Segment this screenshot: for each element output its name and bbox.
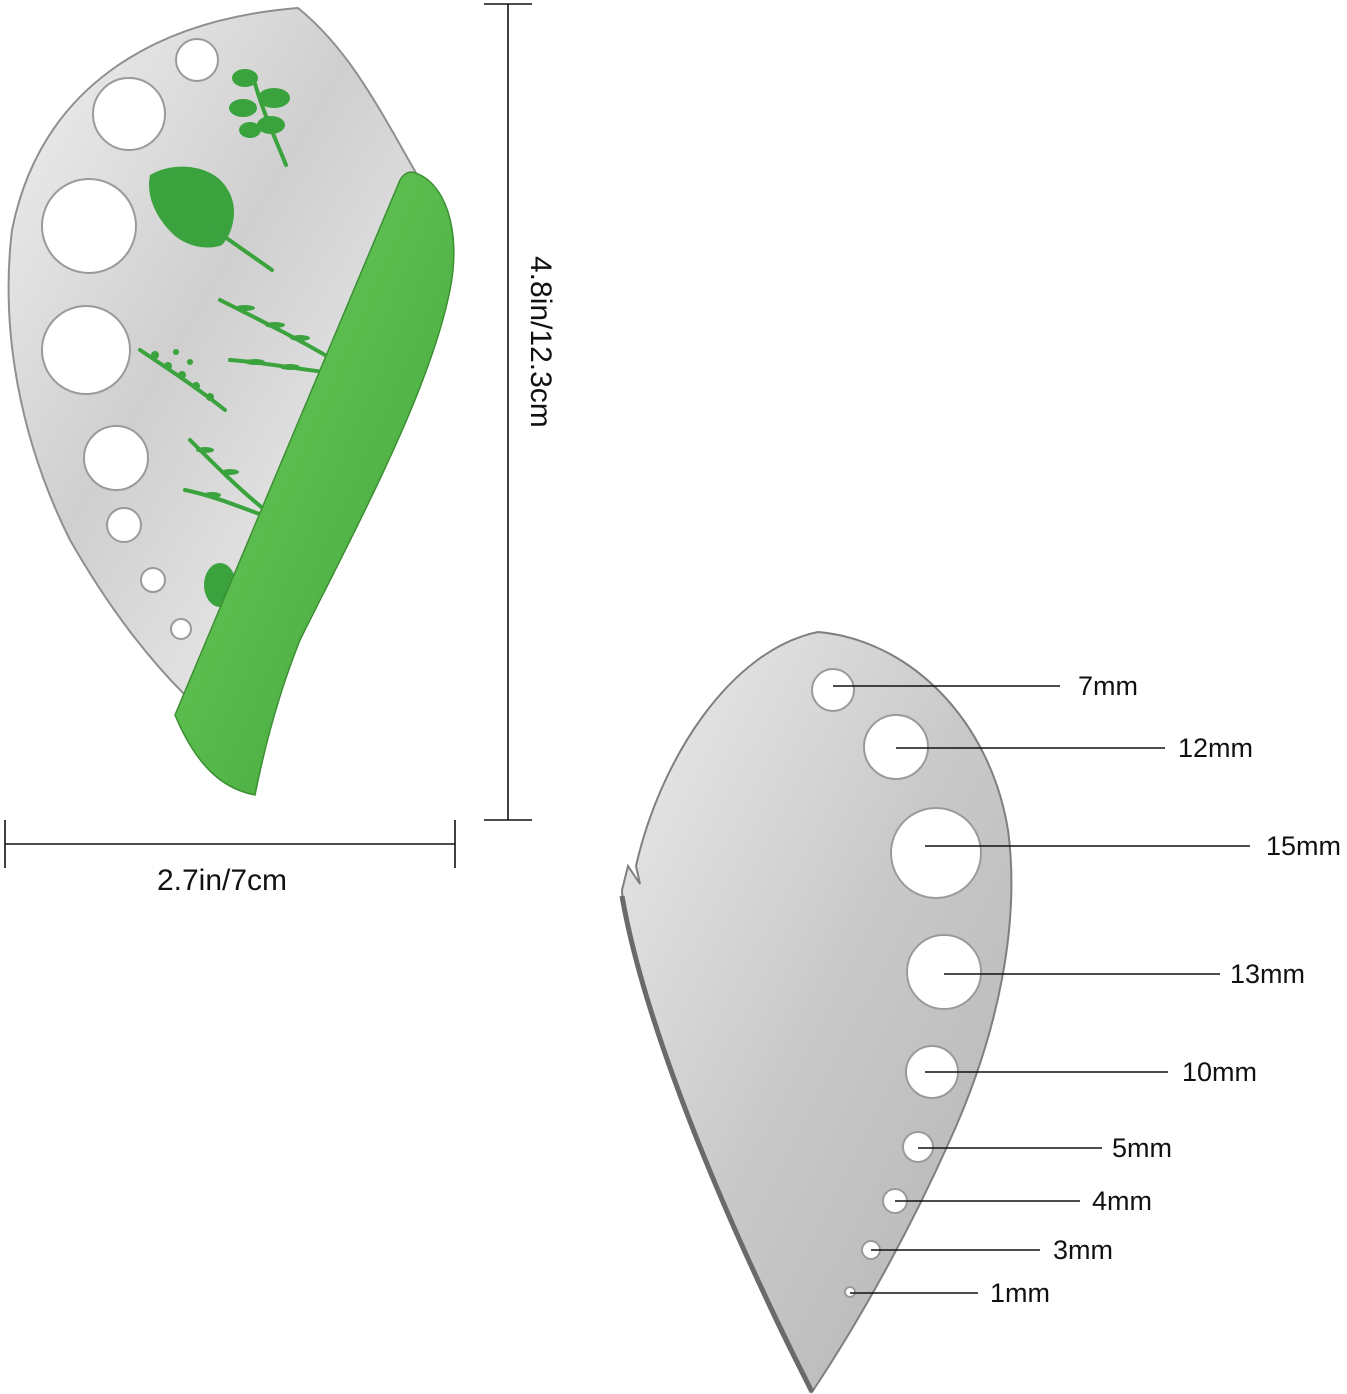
green-guard (174, 171, 455, 796)
hole-label-12mm: 12mm (1178, 733, 1253, 763)
hole-label-13mm: 13mm (1230, 959, 1305, 989)
hole (906, 934, 982, 1010)
hole (83, 425, 149, 491)
hole (890, 807, 982, 899)
dill-sprig-icon (183, 438, 267, 517)
blade-edge (619, 895, 815, 1394)
holes-front (41, 38, 219, 640)
hole (844, 1286, 856, 1298)
thyme-sprig-icon (138, 348, 227, 412)
hole (902, 1131, 934, 1163)
hole-label-7mm: 7mm (1078, 671, 1138, 701)
hole-label-15mm: 15mm (1266, 831, 1341, 861)
hole-label-1mm: 1mm (990, 1278, 1050, 1308)
holes-back (811, 668, 982, 1298)
hole-label-10mm: 10mm (1182, 1057, 1257, 1087)
hole-label-3mm: 3mm (1053, 1235, 1113, 1265)
hole-label-5mm: 5mm (1112, 1133, 1172, 1163)
dimension-width: 2.7in/7cm (4, 820, 456, 897)
hole (140, 567, 166, 593)
hole (811, 668, 855, 712)
hole-labels: 7mm 12mm 15mm 13mm 10mm 5mm 4mm 3mm 1mm (990, 671, 1341, 1308)
herb-stripper-front (7, 6, 455, 796)
herb-engravings (138, 69, 332, 607)
hole (170, 618, 192, 640)
herb-stripper-back: 7mm 12mm 15mm 13mm 10mm 5mm 4mm 3mm 1mm (619, 630, 1341, 1394)
hole-leaders (833, 685, 1250, 1294)
hole (175, 38, 219, 82)
hole (106, 507, 142, 543)
hole (863, 714, 929, 780)
basil-sprig-icon (229, 69, 290, 167)
height-label: 4.8in/12.3cm (524, 256, 557, 428)
hole-label-4mm: 4mm (1092, 1186, 1152, 1216)
hole (41, 178, 137, 274)
width-label: 2.7in/7cm (157, 864, 287, 897)
kale-leaf-icon (149, 166, 274, 272)
rosemary-sprig-icon (218, 298, 332, 374)
steel-blade-back (620, 630, 1013, 1394)
dimension-height: 4.8in/12.3cm (484, 3, 557, 821)
hole (41, 305, 131, 395)
hole (92, 77, 166, 151)
